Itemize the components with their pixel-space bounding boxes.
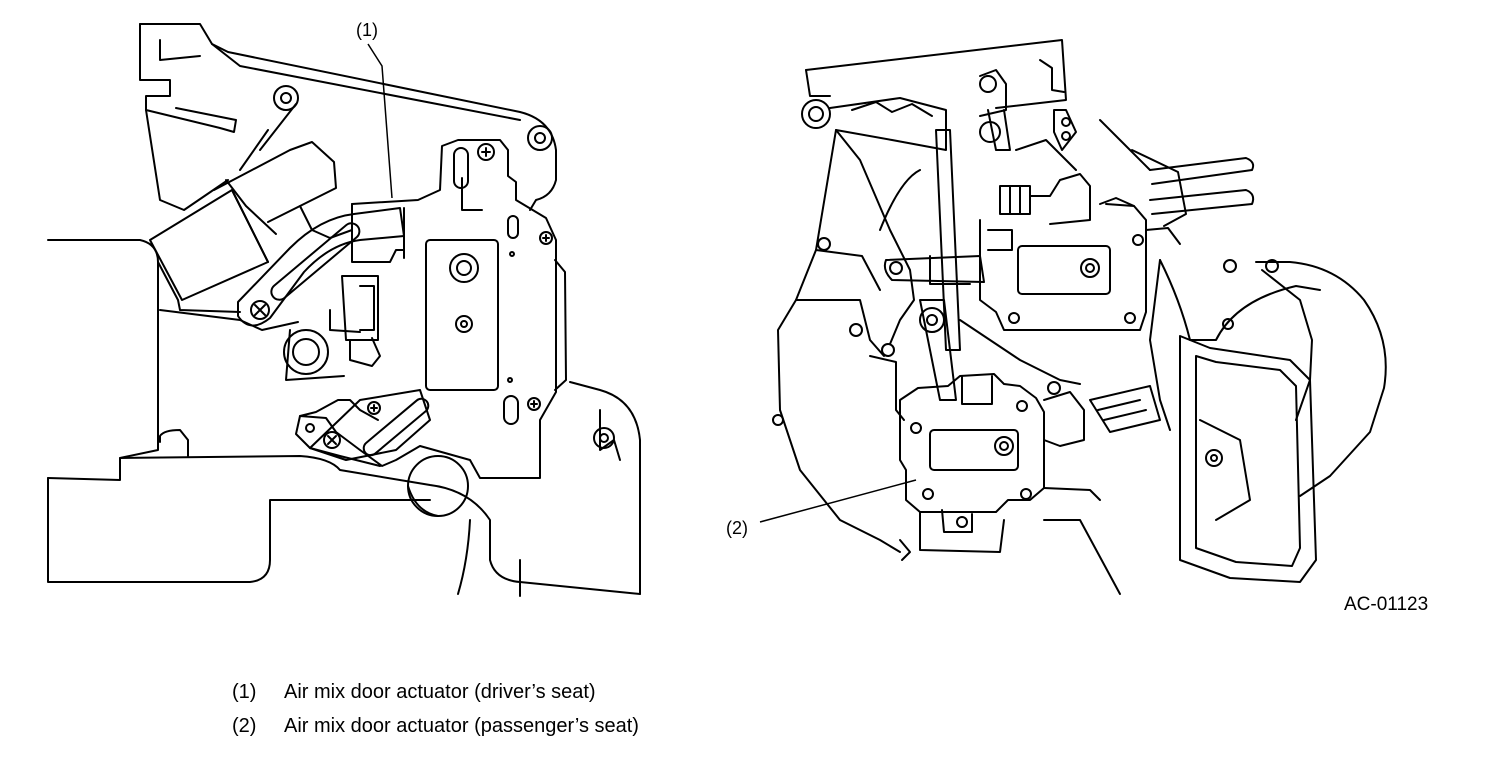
actuator-1-body — [296, 140, 556, 478]
legend-item: (1) Air mix door actuator (driver’s seat… — [232, 680, 1132, 714]
left-heater-unit-drawing — [48, 24, 640, 596]
callout-leaders — [368, 44, 916, 522]
right-heater-unit-drawing — [773, 40, 1386, 594]
legend-item-number: (2) — [232, 715, 257, 737]
callout-label-1: (1) — [356, 20, 378, 40]
leader-line-2 — [760, 480, 916, 522]
legend-item: (2) Air mix door actuator (passenger’s s… — [232, 714, 1132, 748]
legend-item-number: (1) — [232, 681, 257, 703]
leader-line-1 — [368, 44, 392, 198]
actuator-2-body — [900, 374, 1044, 512]
callout-label-2: (2) — [726, 518, 748, 538]
legend-item-text: Air mix door actuator (driver’s seat) — [284, 681, 596, 703]
figure-code: AC-01123 — [1344, 594, 1428, 615]
legend: (1) Air mix door actuator (driver’s seat… — [232, 680, 1132, 748]
legend-item-text: Air mix door actuator (passenger’s seat) — [284, 715, 639, 737]
